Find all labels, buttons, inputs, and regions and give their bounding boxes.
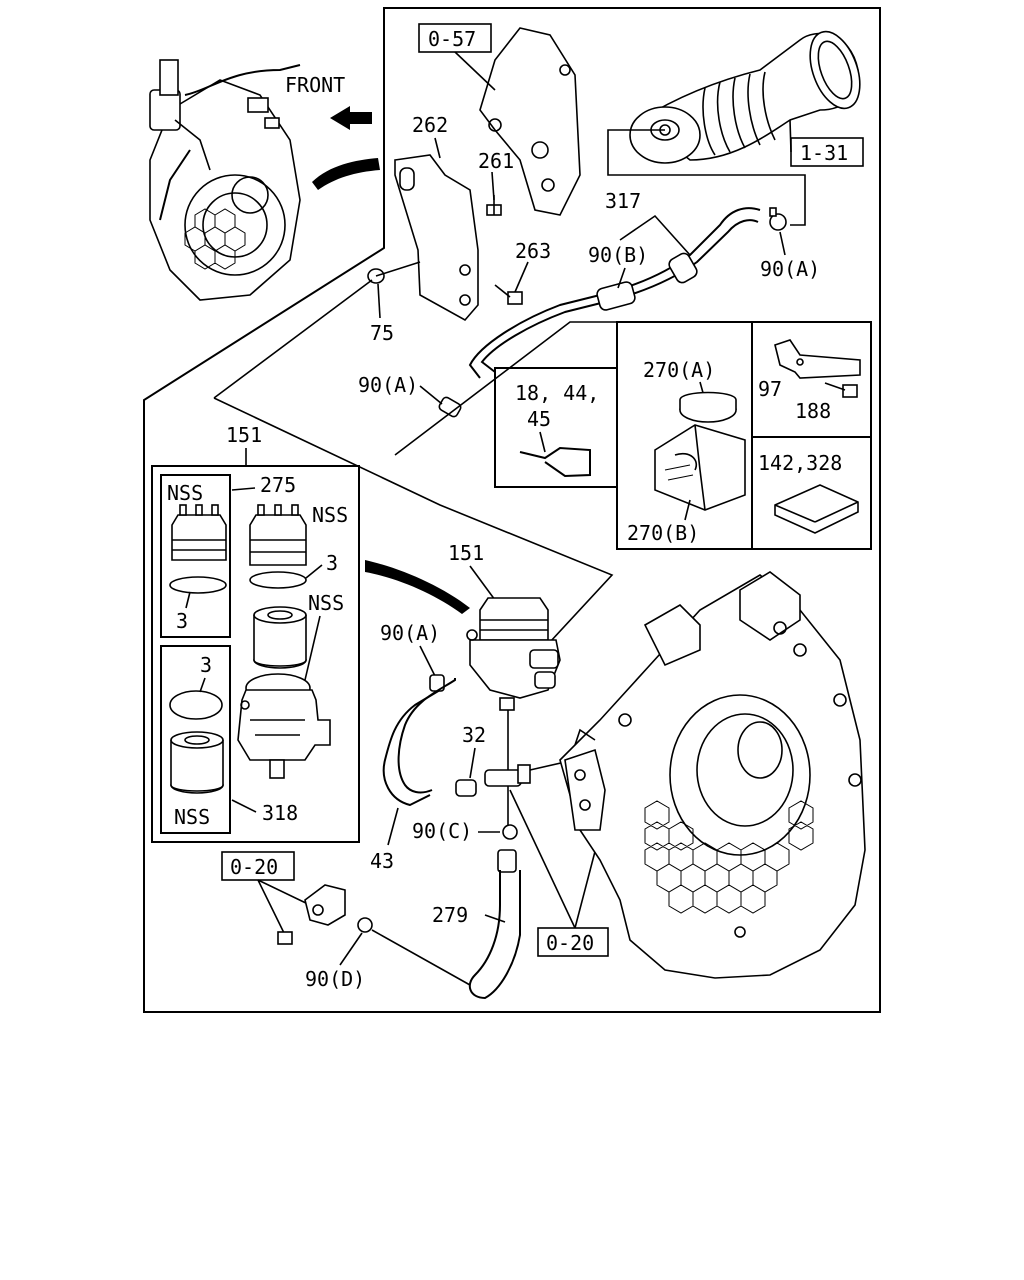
kit-box-318 — [160, 645, 231, 834]
bolt-188 — [824, 382, 858, 398]
pointer-arrow-mid — [365, 560, 470, 614]
clamp-90a-top — [769, 207, 787, 231]
label-275: 275 — [260, 473, 296, 497]
label-270a: 270(A) — [643, 358, 715, 382]
label-3-a: 3 — [176, 609, 188, 633]
bolt-263 — [494, 284, 523, 305]
flywheel-housing — [559, 571, 866, 979]
label-45: 45 — [527, 407, 551, 431]
label-151-top: 151 — [226, 423, 262, 447]
kit-box-151 — [151, 465, 360, 843]
oring-3-a — [169, 576, 227, 594]
nss-label-1: NSS — [167, 481, 203, 505]
tie-18-44-45 — [519, 431, 591, 478]
nss-label-4: NSS — [174, 805, 210, 829]
clip-97 — [774, 339, 861, 379]
label-90a-top: 90(A) — [760, 257, 820, 281]
label-90a-low: 90(A) — [380, 621, 440, 645]
main-frame — [143, 7, 881, 1013]
label-317: 317 — [605, 189, 641, 213]
filter-cap-right — [249, 504, 307, 566]
label-18-44: 18, 44, — [515, 381, 599, 405]
engine-overview — [149, 59, 301, 301]
label-142-328: 142,328 — [758, 451, 842, 475]
oring-3-c — [169, 690, 223, 720]
label-270b: 270(B) — [627, 521, 699, 545]
label-97: 97 — [758, 377, 782, 401]
filter-element-lower — [170, 731, 224, 794]
label-151-mid: 151 — [448, 541, 484, 565]
label-261: 261 — [478, 149, 514, 173]
air-duct-1-31 — [629, 30, 861, 164]
clamp-90d — [357, 917, 373, 933]
label-318: 318 — [262, 801, 298, 825]
hose-279 — [468, 849, 521, 1000]
filter-assembly-151 — [466, 597, 561, 711]
pointer-arrow-top — [312, 158, 380, 190]
filter-element-upper — [253, 606, 307, 669]
bracket-262 — [394, 154, 479, 322]
front-arrow-icon — [330, 106, 372, 130]
sensor-bracket — [277, 884, 346, 945]
front-label: FRONT — [285, 73, 345, 97]
oring-3-b — [249, 571, 307, 589]
label-263: 263 — [515, 239, 551, 263]
label-90b: 90(B) — [588, 243, 648, 267]
filter-cap-left — [171, 504, 227, 561]
label-90d: 90(D) — [305, 967, 365, 991]
cap-270a — [679, 391, 737, 423]
label-262: 262 — [412, 113, 448, 137]
ref-0-57: 0-57 — [428, 27, 476, 51]
clamp-90c — [502, 824, 518, 840]
label-32: 32 — [462, 723, 486, 747]
plate-0-57 — [479, 27, 581, 216]
label-3-c: 3 — [200, 653, 212, 677]
label-75: 75 — [370, 321, 394, 345]
label-3-b: 3 — [326, 551, 338, 575]
filter-housing-exploded — [237, 673, 331, 779]
ref-0-20-left: 0-20 — [230, 855, 278, 879]
ref-box-0-20-right — [537, 927, 609, 957]
holder-270b — [654, 424, 746, 511]
pad-142-328 — [774, 484, 859, 534]
label-90c: 90(C) — [412, 819, 472, 843]
ref-0-20-right: 0-20 — [546, 931, 594, 955]
hose-317 — [468, 207, 761, 379]
clamp-90a-mid — [438, 396, 462, 418]
kit-box-18-44-45 — [494, 367, 618, 488]
label-90a-mid: 90(A) — [358, 373, 418, 397]
nss-label-2: NSS — [312, 503, 348, 527]
kit-box-275 — [160, 474, 231, 638]
fitting-32 — [455, 764, 531, 797]
label-43: 43 — [370, 849, 394, 873]
ref-1-31: 1-31 — [800, 141, 848, 165]
nss-label-3: NSS — [308, 591, 344, 615]
label-188: 188 — [795, 399, 831, 423]
label-279: 279 — [432, 903, 468, 927]
hose-43 — [382, 689, 441, 807]
